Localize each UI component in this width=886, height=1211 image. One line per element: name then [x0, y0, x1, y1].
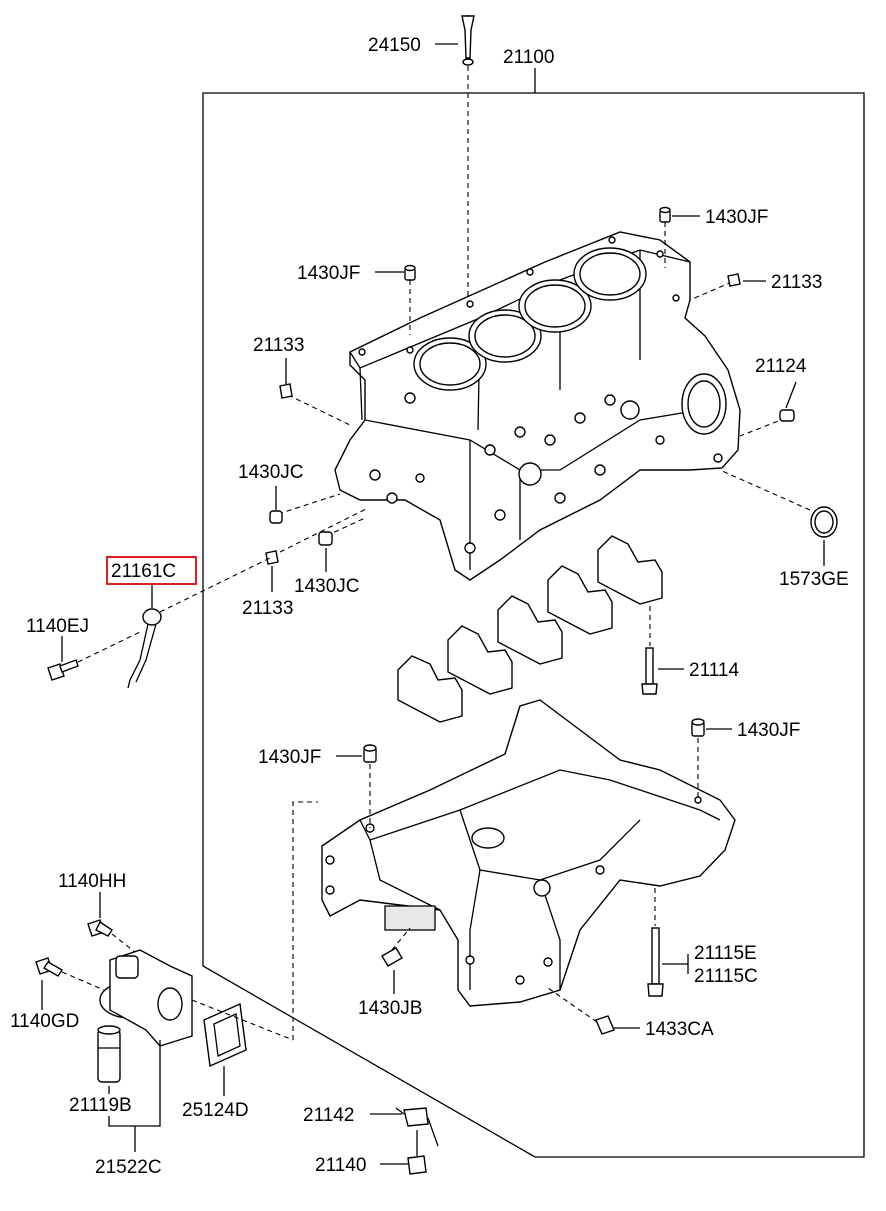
label-1140HH: 1140HH: [58, 871, 126, 892]
label-21133-c: 21133: [242, 598, 293, 619]
bolt-1140HH: [87, 919, 113, 937]
label-1430JC-b: 1430JC: [294, 576, 360, 597]
label-25124D: 25124D: [182, 1100, 249, 1121]
filter-housing: [99, 949, 193, 1047]
bolt-1140EJ: [47, 659, 79, 681]
sleeve-1430JF-b: [659, 206, 671, 223]
plug-21133-a: [727, 273, 741, 287]
cylinder-block: [334, 231, 741, 581]
label-21119B: 21119B: [69, 1095, 132, 1116]
label-21114: 21114: [689, 660, 739, 681]
label-21522C: 21522C: [95, 1157, 162, 1178]
label-1433CA: 1433CA: [645, 1019, 714, 1040]
label-21115C: 21115C: [694, 966, 758, 987]
plug-21133-b: [279, 383, 293, 399]
label-24150: 24150: [368, 35, 421, 56]
label-21124: 21124: [755, 356, 807, 377]
bolt-21140: [407, 1130, 427, 1175]
label-21100: 21100: [503, 47, 554, 68]
label-21133-a: 21133: [771, 272, 822, 293]
label-21115E: 21115E: [694, 943, 757, 964]
label-21133-b: 21133: [253, 335, 304, 356]
sleeve-1430JC-a: [269, 510, 283, 524]
label-21161C: 21161C: [111, 561, 176, 582]
oil-jet-21161C: [127, 608, 162, 689]
bolt-1140GD: [35, 957, 63, 977]
bolt-21119B: [97, 1025, 121, 1083]
sleeve-1430JB: [381, 947, 403, 967]
sleeve-1433CA: [595, 1015, 615, 1035]
bolt-21115: [647, 927, 664, 997]
ladder-frame: [321, 699, 736, 1007]
bearing-caps: [397, 535, 663, 723]
label-1430JB: 1430JB: [358, 998, 422, 1019]
label-1430JF-a: 1430JF: [297, 263, 360, 284]
label-21142: 21142: [303, 1105, 354, 1126]
plug-21133-c: [265, 550, 279, 565]
label-1430JF-b: 1430JF: [705, 207, 768, 228]
sleeve-1430JF-a: [404, 264, 416, 281]
knock-sensor-21142: [395, 1107, 439, 1147]
label-1140GD: 1140GD: [10, 1011, 79, 1032]
assembly-bracket: [202, 68, 865, 1158]
bolt-21114: [641, 647, 658, 695]
seal-1573GE: [810, 506, 838, 538]
label-1430JC-a: 1430JC: [238, 462, 304, 483]
label-1573GE: 1573GE: [779, 569, 849, 590]
highlight-box-21161C: [106, 556, 197, 585]
sleeve-1430JF-c: [363, 744, 377, 763]
label-1430JF-d: 1430JF: [737, 720, 800, 741]
gasket-25124D: [203, 1002, 247, 1068]
dipstick-part: [461, 15, 475, 330]
pin-21124: [779, 409, 795, 422]
label-21140: 21140: [315, 1155, 366, 1176]
sleeve-1430JC-b: [318, 531, 333, 546]
label-1430JF-c: 1430JF: [258, 747, 321, 768]
sleeve-1430JF-d: [691, 718, 705, 737]
label-1140EJ: 1140EJ: [26, 616, 89, 637]
